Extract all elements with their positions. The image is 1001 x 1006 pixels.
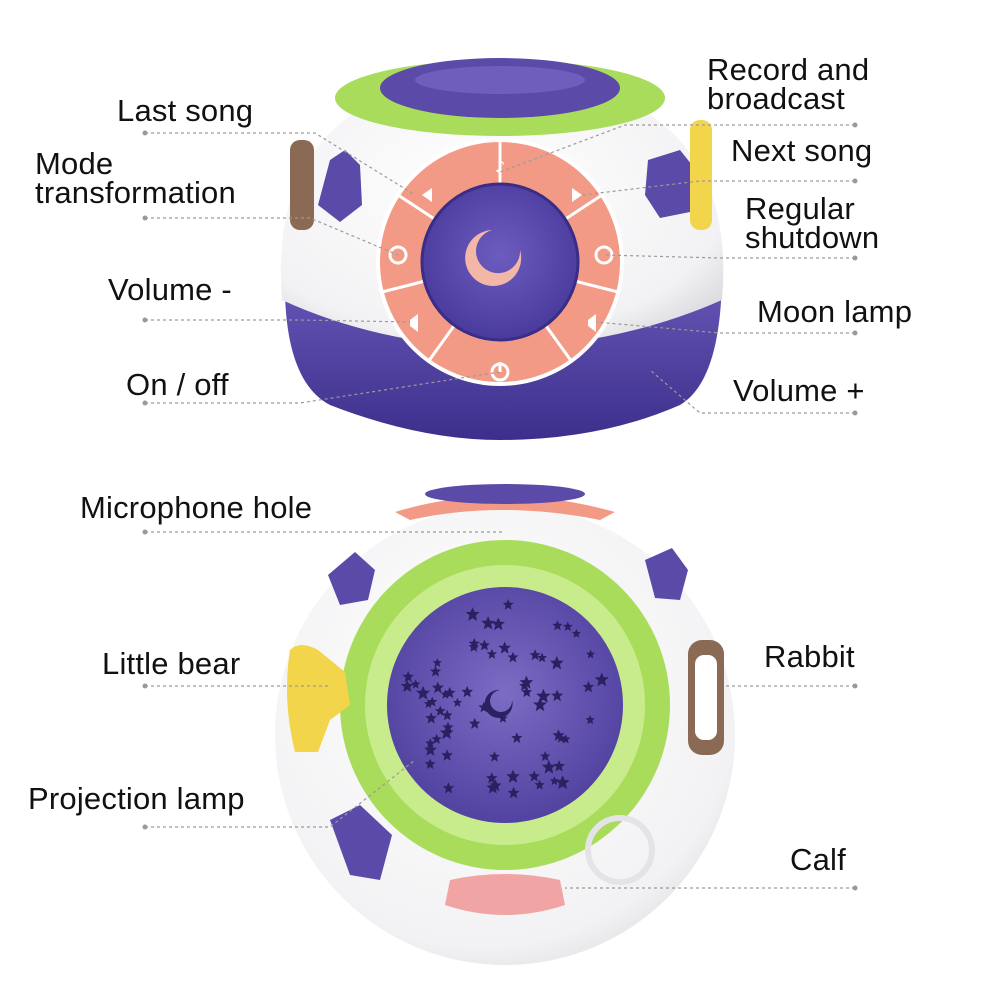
last-song-icon bbox=[422, 188, 432, 202]
moon-icon bbox=[465, 230, 522, 286]
label-rabbit: Rabbit bbox=[764, 639, 855, 674]
label-on-off: On / off bbox=[126, 367, 229, 402]
label-volume-minus: Volume - bbox=[108, 272, 232, 307]
star-shape-left bbox=[318, 150, 362, 222]
purple-shape-upper-right bbox=[645, 548, 688, 600]
label-microphone-hole: Microphone hole bbox=[80, 490, 313, 525]
little-bear-figure bbox=[286, 645, 350, 752]
next-song-icon bbox=[572, 188, 582, 202]
label-moon-lamp: Moon lamp bbox=[757, 294, 913, 329]
projection-moon-icon bbox=[484, 689, 513, 718]
bottom-device bbox=[275, 484, 735, 965]
volume-minus-icon bbox=[410, 314, 418, 332]
button-icons: ♪ bbox=[388, 157, 614, 382]
timer-icon bbox=[594, 245, 614, 265]
label-volume-plus: Volume + bbox=[733, 373, 865, 408]
brown-side-left bbox=[290, 140, 314, 230]
label-projection-lamp: Projection lamp bbox=[28, 781, 245, 816]
purple-shape-upper-left bbox=[328, 552, 375, 605]
label-mode-transformation: Mode transformation bbox=[35, 146, 236, 210]
yellow-side-right bbox=[690, 120, 712, 230]
label-calf: Calf bbox=[790, 842, 846, 877]
label-regular-shutdown: Regular shutdown bbox=[745, 191, 880, 255]
record-icon: ♪ bbox=[495, 157, 505, 176]
moon-lamp-disc bbox=[420, 182, 580, 342]
top-cap bbox=[395, 496, 615, 520]
top-device: ♪ bbox=[280, 58, 724, 440]
volume-plus-icon bbox=[588, 314, 596, 332]
label-next-song: Next song bbox=[731, 133, 873, 168]
purple-shape-lower-left bbox=[330, 805, 392, 880]
swirl-lower-right bbox=[585, 815, 655, 885]
mode-icon bbox=[388, 245, 408, 265]
leader-lines bbox=[145, 124, 855, 889]
projection-lamp bbox=[387, 587, 623, 823]
leader-dots bbox=[142, 122, 858, 891]
label-record-broadcast: Record and broadcast bbox=[707, 52, 870, 116]
calf-figure bbox=[445, 874, 565, 915]
label-little-bear: Little bear bbox=[102, 646, 241, 681]
label-last-song: Last song bbox=[117, 93, 254, 128]
